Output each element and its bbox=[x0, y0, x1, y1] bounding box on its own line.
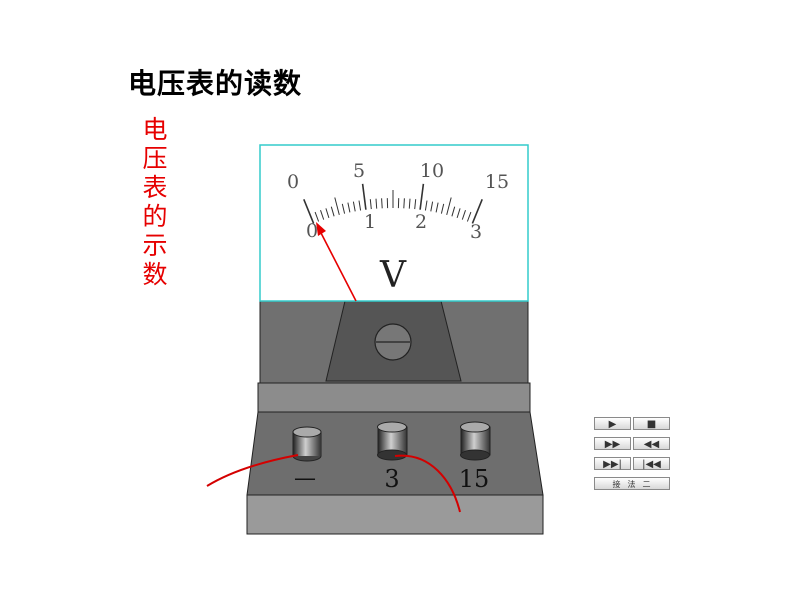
dial-tick bbox=[451, 206, 456, 217]
method-two-button[interactable]: 接法二 bbox=[594, 477, 670, 490]
dial-tick bbox=[358, 200, 362, 211]
upper-scale-label: 0 bbox=[287, 171, 299, 193]
side-label-char: 表 bbox=[142, 173, 168, 202]
dial-tick bbox=[414, 199, 417, 210]
meter-ledge bbox=[257, 382, 531, 413]
dial-tick bbox=[403, 198, 405, 209]
dial-tick bbox=[375, 198, 378, 209]
side-label: 电 压 表 的 示 数 bbox=[140, 115, 170, 289]
lower-scale-label: 3 bbox=[470, 221, 482, 243]
wire-negative bbox=[206, 454, 299, 487]
wire-3v bbox=[394, 454, 461, 513]
dial-tick bbox=[352, 201, 356, 212]
dial-tick bbox=[361, 183, 367, 210]
lower-scale-label: 0 bbox=[306, 220, 318, 242]
stop-button[interactable]: ■ bbox=[633, 417, 670, 430]
side-label-char: 示 bbox=[142, 231, 168, 260]
meter-base-front bbox=[246, 494, 544, 535]
next-frame-button[interactable]: ▶▶| bbox=[594, 457, 631, 470]
prev-frame-button[interactable]: |◀◀ bbox=[633, 457, 670, 470]
play-button[interactable]: ▶ bbox=[594, 417, 631, 430]
playback-controls: ▶ ■ ▶▶ ◀◀ ▶▶| |◀◀ 接法二 bbox=[594, 417, 670, 497]
dial-tick bbox=[461, 210, 466, 220]
dial-tick bbox=[334, 197, 340, 216]
dial-scale-ticks bbox=[303, 183, 483, 224]
dial-tick bbox=[381, 198, 383, 209]
upper-scale-label: 10 bbox=[420, 160, 444, 182]
terminal-15v-label: 15 bbox=[459, 465, 490, 493]
page-title: 电压表的读数 bbox=[128, 67, 303, 100]
dial-tick bbox=[471, 198, 483, 224]
terminal-negative-label: — bbox=[294, 466, 316, 491]
dial-tick bbox=[440, 203, 445, 214]
dial-tick bbox=[456, 208, 461, 219]
dial-tick bbox=[466, 211, 472, 222]
zero-adjust-screw-icon[interactable] bbox=[374, 323, 412, 361]
dial-tick bbox=[314, 211, 320, 222]
dial-tick bbox=[347, 202, 351, 213]
dial-tick bbox=[369, 199, 372, 210]
side-label-char: 的 bbox=[142, 202, 168, 231]
fast-forward-button[interactable]: ▶▶ bbox=[594, 437, 631, 450]
side-label-char: 电 bbox=[142, 115, 168, 144]
dial-tick bbox=[325, 208, 330, 219]
meter-dial-face bbox=[259, 144, 529, 302]
dial-tick bbox=[435, 202, 439, 213]
needle-tip-icon bbox=[316, 222, 326, 236]
terminal-3v[interactable] bbox=[377, 421, 408, 461]
lower-scale-label: 1 bbox=[364, 211, 376, 233]
dial-tick bbox=[341, 203, 346, 214]
upper-scale-label: 15 bbox=[485, 171, 509, 193]
terminal-negative[interactable] bbox=[292, 426, 322, 462]
side-label-char: 数 bbox=[142, 260, 168, 289]
dial-tick bbox=[446, 197, 452, 216]
rewind-button[interactable]: ◀◀ bbox=[633, 437, 670, 450]
side-label-char: 压 bbox=[142, 144, 168, 173]
dial-tick bbox=[430, 201, 434, 212]
dial-tick bbox=[320, 210, 325, 220]
dial-tick bbox=[424, 200, 428, 211]
meter-unit-label: V bbox=[379, 255, 407, 296]
lower-scale-label: 2 bbox=[415, 211, 427, 233]
dial-tick bbox=[408, 198, 411, 209]
dial-tick bbox=[303, 198, 315, 224]
dial-tick bbox=[419, 183, 425, 210]
terminal-3v-label: 3 bbox=[384, 465, 399, 493]
dial-tick bbox=[330, 206, 335, 217]
terminal-15v[interactable] bbox=[460, 421, 491, 461]
meter-needle bbox=[319, 230, 357, 302]
upper-scale-label: 5 bbox=[353, 160, 365, 182]
